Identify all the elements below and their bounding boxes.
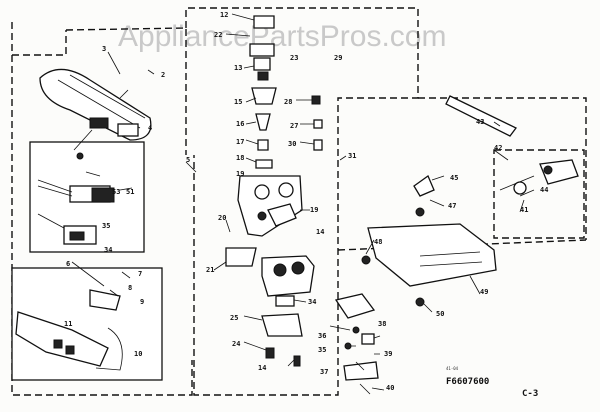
callout-49: 49 bbox=[480, 288, 488, 296]
callout-34: 34 bbox=[308, 298, 316, 306]
watermark-text: AppliancePartsPros.com bbox=[118, 20, 446, 53]
callout-36: 36 bbox=[318, 332, 326, 340]
left-group-outline bbox=[11, 22, 193, 396]
callout-4: 4 bbox=[148, 124, 152, 132]
callout-20: 20 bbox=[218, 214, 226, 222]
callout-27: 27 bbox=[290, 122, 298, 130]
callout-13: 13 bbox=[234, 64, 242, 72]
callout-19b: 19 bbox=[310, 206, 318, 214]
valve-subgroup-outline bbox=[493, 149, 585, 239]
callout-39: 39 bbox=[384, 350, 392, 358]
center-right-parts bbox=[311, 95, 379, 395]
callout-42: 42 bbox=[494, 144, 502, 152]
callout-3: 3 bbox=[102, 45, 106, 53]
center-group-outline bbox=[185, 7, 419, 396]
callout-43: 43 bbox=[476, 118, 484, 126]
diagram-code: F6607600 bbox=[446, 377, 489, 387]
callout-50: 50 bbox=[436, 310, 444, 318]
burner-parts bbox=[15, 289, 123, 371]
callout-25: 25 bbox=[230, 314, 238, 322]
thermostat-stack bbox=[225, 15, 315, 367]
callout-53: 53 bbox=[112, 188, 120, 196]
callout-23: 23 bbox=[290, 54, 298, 62]
callout-19: 19 bbox=[236, 170, 244, 178]
callout-10: 10 bbox=[134, 350, 142, 358]
callout-16: 16 bbox=[236, 120, 244, 128]
callout-15: 15 bbox=[234, 98, 242, 106]
callout-45: 45 bbox=[450, 174, 458, 182]
callout-40: 40 bbox=[386, 384, 394, 392]
valve-assembly bbox=[499, 159, 579, 195]
callout-2: 2 bbox=[161, 71, 165, 79]
callout-17: 17 bbox=[236, 138, 244, 146]
bracket-assembly bbox=[361, 95, 517, 307]
callout-47: 47 bbox=[448, 202, 456, 210]
callout-14a: 14 bbox=[316, 228, 324, 236]
callout-8: 8 bbox=[128, 284, 132, 292]
page-ref: C-3 bbox=[522, 389, 538, 399]
callout-28: 28 bbox=[284, 98, 292, 106]
callout-38: 38 bbox=[378, 320, 386, 328]
small-code: 41-04 bbox=[446, 366, 459, 371]
callout-18: 18 bbox=[236, 154, 244, 162]
callout-44: 44 bbox=[540, 186, 548, 194]
callout-12: 12 bbox=[220, 11, 228, 19]
callout-31: 31 bbox=[348, 152, 356, 160]
callout-7: 7 bbox=[138, 270, 142, 278]
callout-21: 21 bbox=[206, 266, 214, 274]
leader-lines bbox=[71, 13, 535, 391]
burner-tube-part bbox=[39, 68, 152, 141]
callout-29: 29 bbox=[334, 54, 342, 62]
callout-22: 22 bbox=[214, 31, 222, 39]
callout-55: 35 bbox=[102, 222, 110, 230]
callout-30: 30 bbox=[288, 140, 296, 148]
callout-51: 51 bbox=[126, 188, 134, 196]
callout-14b: 14 bbox=[258, 364, 266, 372]
callout-9: 9 bbox=[140, 298, 144, 306]
callout-37: 37 bbox=[320, 368, 328, 376]
callout-24: 24 bbox=[232, 340, 240, 348]
callout-6: 6 bbox=[66, 260, 70, 268]
callout-35: 35 bbox=[318, 346, 326, 354]
callout-5: 5 bbox=[186, 156, 190, 164]
callout-54: 34 bbox=[104, 246, 112, 254]
callout-41: 41 bbox=[520, 206, 528, 214]
callout-11: 11 bbox=[64, 320, 72, 328]
igniter-parts bbox=[37, 152, 115, 245]
callout-48: 48 bbox=[374, 238, 382, 246]
